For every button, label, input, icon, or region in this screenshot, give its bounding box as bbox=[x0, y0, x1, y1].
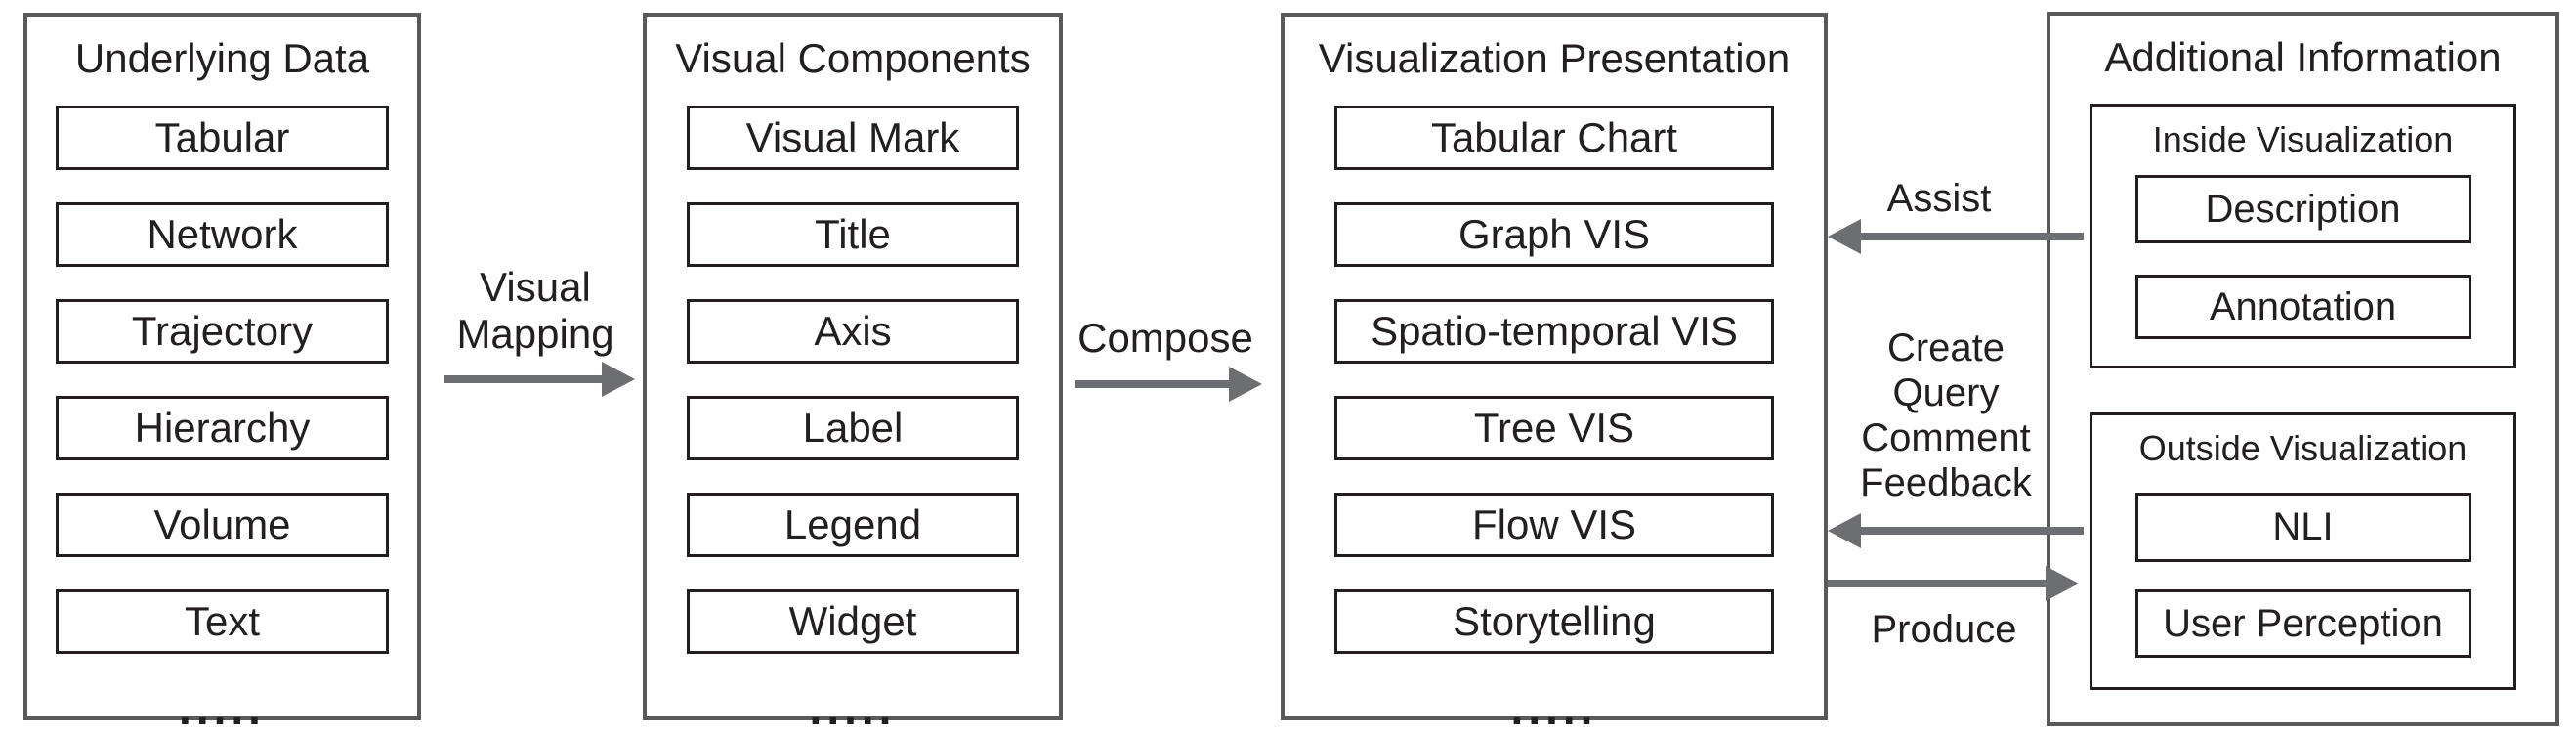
list-item-visual-mark: Visual Mark bbox=[687, 106, 1019, 170]
ellipsis-underlying-data: ..... bbox=[179, 683, 266, 734]
list-item-hierarchy: Hierarchy bbox=[56, 396, 389, 460]
compose-arrow bbox=[1075, 367, 1262, 402]
list-item-label: Label bbox=[687, 396, 1019, 460]
compose-label: Compose bbox=[1077, 315, 1253, 361]
produce-label: Produce bbox=[1871, 608, 2017, 651]
panel-title-visual-components: Visual Components bbox=[675, 35, 1031, 81]
list-item-text: Text bbox=[56, 589, 389, 654]
list-item-network: Network bbox=[56, 202, 389, 267]
panel-visual-components: Visual Components Visual Mark Title Axis… bbox=[643, 13, 1063, 731]
subbox-inside-visualization: Inside Visualization Description Annotat… bbox=[2090, 104, 2516, 368]
list-item-description: Description bbox=[2134, 175, 2471, 243]
list-item-nli: NLI bbox=[2134, 493, 2471, 562]
assist-label: Assist bbox=[1886, 177, 1992, 220]
panel-additional-information: Additional Information Inside Visualizat… bbox=[2047, 12, 2559, 726]
ellipsis-visualization-presentation: ..... bbox=[1510, 683, 1598, 734]
ellipsis-visual-components: ..... bbox=[809, 683, 897, 734]
list-item-tabular: Tabular bbox=[56, 106, 389, 170]
visual-mapping-label: Visual Mapping bbox=[456, 264, 614, 357]
list-item-tabular-chart: Tabular Chart bbox=[1334, 106, 1774, 170]
create-query-comment-feedback-arrow bbox=[1828, 513, 2084, 548]
produce-arrow bbox=[1828, 566, 2079, 601]
list-item-tree-vis: Tree VIS bbox=[1334, 396, 1774, 460]
list-item-axis: Axis bbox=[687, 299, 1019, 364]
list-item-volume: Volume bbox=[56, 493, 389, 557]
subbox-outside-visualization: Outside Visualization NLI User Perceptio… bbox=[2090, 412, 2516, 690]
list-item-legend: Legend bbox=[687, 493, 1019, 557]
visual-mapping-arrow bbox=[444, 362, 635, 397]
list-item-user-perception: User Perception bbox=[2134, 589, 2471, 658]
panel-underlying-data: Underlying Data Tabular Network Trajecto… bbox=[23, 13, 421, 731]
list-item-trajectory: Trajectory bbox=[56, 299, 389, 364]
list-item-storytelling: Storytelling bbox=[1334, 589, 1774, 654]
list-item-flow-vis: Flow VIS bbox=[1334, 493, 1774, 557]
subbox-title-outside-visualization: Outside Visualization bbox=[2138, 428, 2468, 468]
subbox-title-inside-visualization: Inside Visualization bbox=[2152, 119, 2454, 159]
create-query-comment-feedback-label: Create Query Comment Feedback bbox=[1860, 326, 2032, 504]
list-item-spatio-temporal-vis: Spatio-temporal VIS bbox=[1334, 299, 1774, 364]
assist-arrow bbox=[1828, 219, 2084, 254]
list-item-annotation: Annotation bbox=[2134, 275, 2471, 339]
panel-title-underlying-data: Underlying Data bbox=[74, 35, 370, 81]
list-item-widget: Widget bbox=[687, 589, 1019, 654]
list-item-graph-vis: Graph VIS bbox=[1334, 202, 1774, 267]
panel-visualization-presentation: Visualization Presentation Tabular Chart… bbox=[1281, 13, 1828, 731]
panel-title-additional-information: Additional Information bbox=[2104, 34, 2502, 80]
panel-title-visualization-presentation: Visualization Presentation bbox=[1318, 35, 1791, 81]
list-item-title: Title bbox=[687, 202, 1019, 267]
